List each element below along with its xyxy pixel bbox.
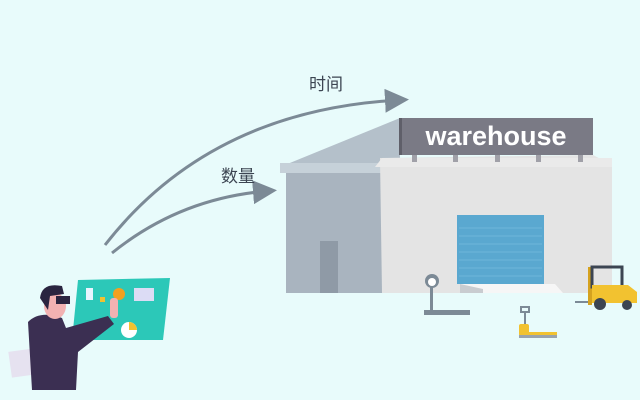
warehouse-sign [399,118,593,155]
quantity-arrow [111,180,277,255]
vr-goggles [56,296,70,304]
side-door [320,241,338,293]
forklift [575,265,637,310]
rolling-door [457,215,544,284]
quantity-label: 数量 [221,167,255,187]
person-with-screen [8,278,170,390]
time-label: 时间 [309,75,343,95]
suit [28,314,114,390]
warehouse-sign-text: warehouse [425,121,567,151]
platform-scale [424,274,470,315]
time-arrow [103,88,409,246]
pallet-jack [519,306,557,338]
warehouse-building [280,118,612,293]
